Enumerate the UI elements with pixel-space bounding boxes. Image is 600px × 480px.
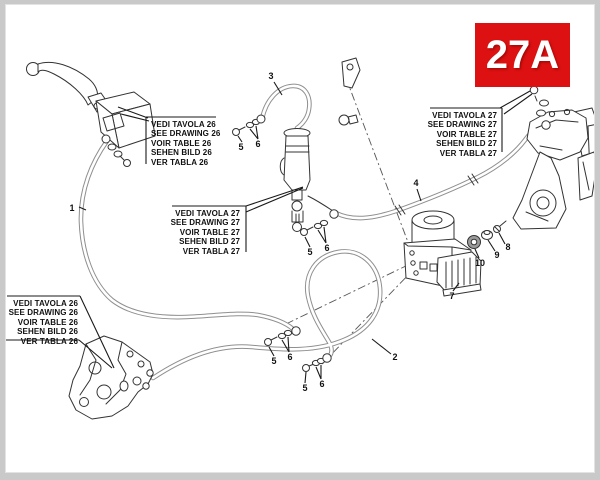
part-number-7: 7 — [449, 291, 455, 301]
hose-clamp-drawing — [338, 57, 361, 126]
callout-line: VEDI TAVOLA 26 — [151, 120, 216, 129]
rear-reservoir-hose-3-drawing — [259, 83, 312, 131]
part-number-5: 5 — [307, 247, 313, 257]
callout-line: VOIR TABLE 26 — [17, 317, 78, 327]
callout-line: VER TABLA 27 — [439, 148, 497, 158]
banjo-hardware-hose4 — [300, 209, 339, 236]
part-number-3: 3 — [268, 71, 274, 81]
part-number-6: 6 — [319, 379, 325, 389]
projection-dash-lines — [285, 77, 416, 365]
front-brake-hose-2-drawing — [150, 249, 383, 381]
banjo-hardware-hose3 — [232, 114, 266, 136]
callout-see-drawing-26-top: VEDI TAVOLA 26 SEE DRAWING 26 VOIR TABLE… — [151, 120, 220, 167]
part-number-5: 5 — [271, 356, 277, 366]
callout-line: VOIR TABLE 27 — [179, 227, 240, 237]
part-number-1: 1 — [69, 203, 75, 213]
callout-line: VOIR TABLE 26 — [151, 138, 212, 148]
part-number-10: 10 — [474, 258, 486, 268]
abs-mount-hardware-drawing — [467, 220, 507, 249]
callout-line: SEE DRAWING 27 — [427, 120, 497, 130]
callout-line: SEE DRAWING 26 — [8, 308, 78, 318]
front-caliper-drawing — [68, 335, 154, 420]
abs-unit-drawing — [403, 210, 482, 297]
callout-line: SEHEN BILD 26 — [17, 327, 78, 337]
callout-line: VER TABLA 26 — [151, 157, 209, 167]
part-number-leader-lines — [78, 81, 506, 384]
part-number-2: 2 — [392, 352, 398, 362]
callout-line: SEE DRAWING 27 — [170, 218, 240, 228]
callout-line: VER TABLA 27 — [182, 246, 240, 256]
part-number-5: 5 — [302, 383, 308, 393]
rear-caliper-drawing — [512, 85, 599, 230]
callout-line: VEDI TAVOLA 27 — [175, 209, 240, 218]
callout-line: SEE DRAWING 26 — [151, 129, 221, 139]
callout-see-drawing-27-right: VEDI TAVOLA 27 SEE DRAWING 27 VOIR TABLE… — [420, 111, 497, 158]
part-number-9: 9 — [494, 250, 500, 260]
part-number-6: 6 — [324, 243, 330, 253]
part-number-6: 6 — [287, 352, 293, 362]
part-number-6: 6 — [255, 139, 261, 149]
front-master-cylinder-drawing — [26, 61, 156, 167]
part-number-5: 5 — [238, 142, 244, 152]
callout-line: SEHEN BILD 27 — [179, 237, 240, 247]
callout-line: VER TABLA 26 — [20, 336, 78, 346]
callout-line: SEHEN BILD 27 — [436, 139, 497, 149]
part-number-8: 8 — [505, 242, 511, 252]
rear-master-cylinder-drawing — [279, 128, 334, 232]
callout-line: SEHEN BILD 26 — [151, 148, 212, 158]
front-brake-hose-1-drawing — [78, 138, 296, 332]
table-number-badge: 27A — [475, 23, 570, 87]
banjo-hardware-front-line — [264, 326, 301, 346]
callout-see-drawing-26-bottom: VEDI TAVOLA 26 SEE DRAWING 26 VOIR TABLE… — [2, 299, 78, 346]
callout-see-drawing-27-center: VEDI TAVOLA 27 SEE DRAWING 27 VOIR TABLE… — [160, 209, 240, 256]
callout-leader-lines — [78, 90, 533, 369]
banjo-hardware-caliper-line — [302, 353, 332, 372]
callout-line: VEDI TAVOLA 26 — [13, 299, 78, 308]
part-number-4: 4 — [413, 178, 419, 188]
callout-bracket-lines — [4, 107, 503, 341]
callout-line: VEDI TAVOLA 27 — [432, 111, 497, 120]
callout-line: VOIR TABLE 27 — [436, 129, 497, 139]
